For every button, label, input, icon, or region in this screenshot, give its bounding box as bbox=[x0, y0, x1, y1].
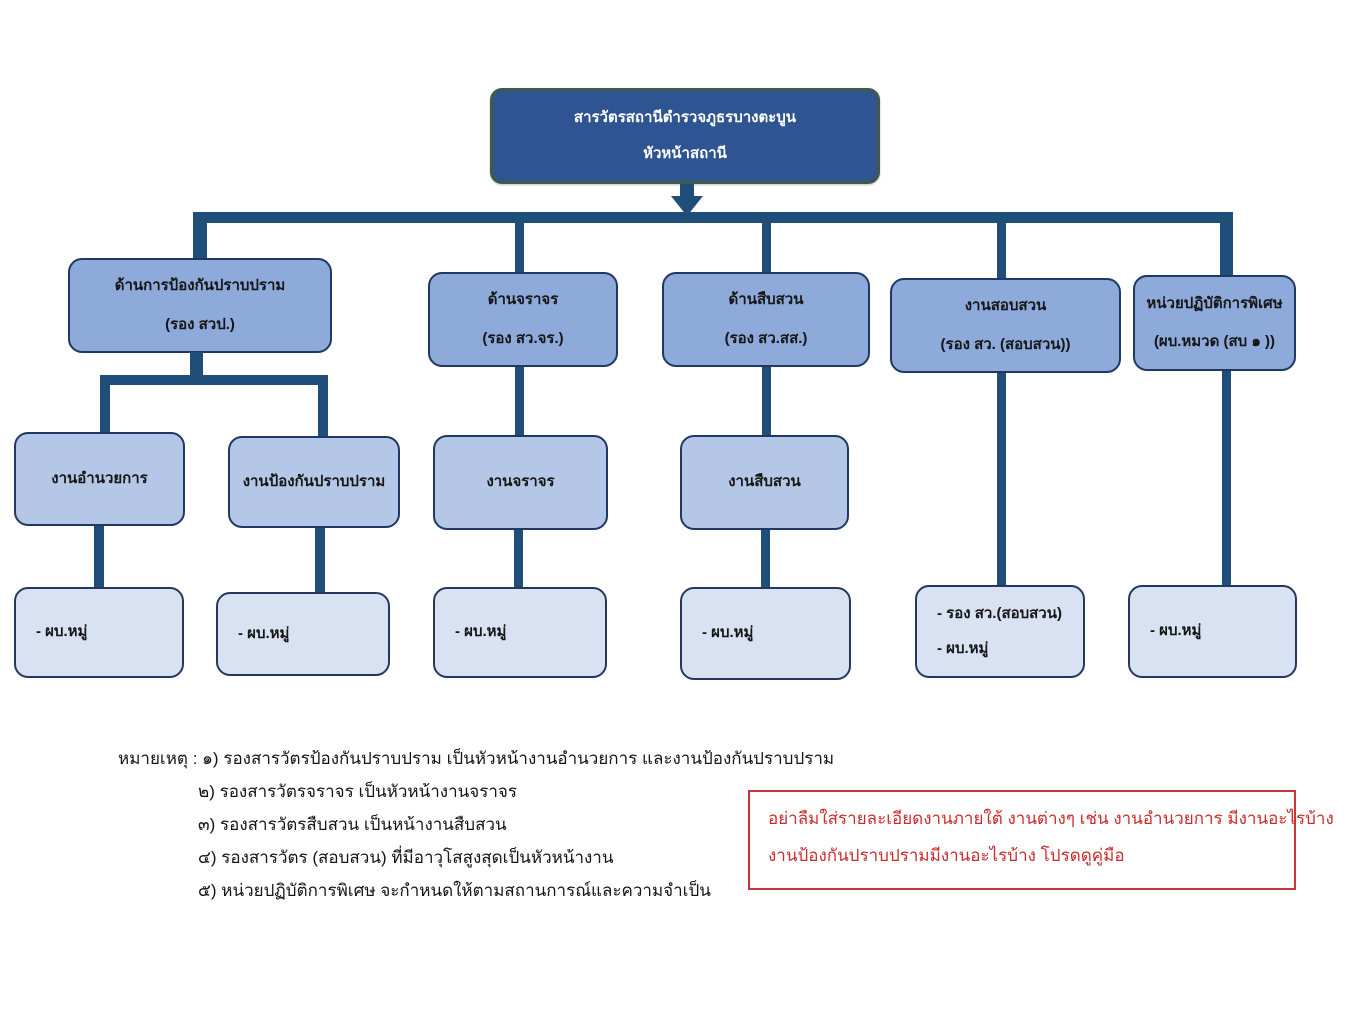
l4-box-traffic-staff: - ผบ.หมู่ bbox=[433, 587, 607, 678]
note-line-3: ๓) รองสารวัตรสืบสวน เป็นหน้างานสืบสวน bbox=[198, 815, 507, 834]
connector-special-ops-long-drop bbox=[1222, 371, 1231, 585]
l3-box-admin: งานอำนวยการ bbox=[14, 432, 185, 526]
org-root-box: สารวัตรสถานีตำรวจภูธรบางตะบูน หัวหน้าสถา… bbox=[490, 88, 880, 184]
connector-prevention-stub bbox=[190, 352, 203, 378]
connector-drop-5 bbox=[1220, 212, 1233, 275]
connector-root-stub bbox=[680, 184, 694, 198]
l3-box-prevention: งานป้องกันปราบปราม bbox=[228, 436, 400, 528]
l4-prevention-staff-line: - ผบ.หมู่ bbox=[238, 624, 290, 642]
org-root-subtitle: หัวหน้าสถานี bbox=[643, 145, 727, 162]
l2-investigation-title: ด้านสืบสวน bbox=[728, 291, 804, 308]
connector-drop-4 bbox=[997, 223, 1006, 278]
l4-box-investigation-staff: - ผบ.หมู่ bbox=[680, 587, 851, 680]
l4-box-inquiry-staff: - รอง สว.(สอบสวน) - ผบ.หมู่ bbox=[915, 585, 1085, 678]
connector-drop-3 bbox=[762, 223, 771, 272]
connector-prevention-right-drop bbox=[318, 383, 328, 436]
connector-drop-2 bbox=[515, 223, 524, 272]
l2-special-ops-subtitle: (ผบ.หมวด (สบ ๑ )) bbox=[1153, 333, 1276, 350]
l2-traffic-subtitle: (รอง สว.จร.) bbox=[482, 329, 564, 347]
l3-box-traffic: งานจราจร bbox=[433, 435, 608, 530]
warning-line-1: อย่าลืมใส่รายละเอียดงานภายใต้ งานต่างๆ เ… bbox=[768, 809, 1334, 828]
l2-box-investigation: ด้านสืบสวน (รอง สว.สส.) bbox=[662, 272, 870, 367]
connector-admin-staff-stub bbox=[94, 526, 104, 587]
note-line-4: ๔) รองสารวัตร (สอบสวน) ที่มีอาวุโสสูงสุด… bbox=[198, 848, 614, 867]
l2-traffic-title: ด้านจราจร bbox=[487, 291, 559, 308]
l4-investigation-staff-line: - ผบ.หมู่ bbox=[702, 624, 754, 642]
l3-traffic-title: งานจราจร bbox=[486, 473, 555, 491]
l2-inquiry-subtitle: (รอง สว. (สอบสวน)) bbox=[940, 335, 1071, 353]
l3-box-investigation: งานสืบสวน bbox=[680, 435, 849, 530]
note-line-5: ๕) หน่วยปฏิบัติการพิเศษ จะกำหนดให้ตามสถา… bbox=[198, 881, 711, 900]
l2-box-special-ops: หน่วยปฏิบัติการพิเศษ (ผบ.หมวด (สบ ๑ )) bbox=[1133, 275, 1296, 371]
connector-prevention-left-drop bbox=[100, 383, 110, 432]
connector-drop-1 bbox=[193, 212, 207, 258]
connector-traffic-staff-stub bbox=[514, 530, 523, 587]
l2-special-ops-title: หน่วยปฏิบัติการพิเศษ bbox=[1146, 294, 1283, 312]
connector-traffic-stub bbox=[515, 367, 524, 435]
l3-prevention-title: งานป้องกันปราบปราม bbox=[242, 472, 386, 490]
l4-traffic-staff-line: - ผบ.หมู่ bbox=[455, 623, 507, 641]
l4-special-ops-staff-line: - ผบ.หมู่ bbox=[1150, 622, 1202, 640]
connector-prevention-staff-stub bbox=[315, 528, 325, 592]
l4-inquiry-staff-line1: - รอง สว.(สอบสวน) bbox=[937, 605, 1062, 622]
l2-inquiry-title: งานสอบสวน bbox=[964, 297, 1047, 314]
connector-main-hbar bbox=[200, 212, 1233, 223]
l4-inquiry-staff-line2: - ผบ.หมู่ bbox=[937, 639, 989, 657]
l2-box-traffic: ด้านจราจร (รอง สว.จร.) bbox=[428, 272, 618, 367]
connector-investigation-stub bbox=[762, 367, 771, 435]
notes-block: หมายเหตุ : ๑) รองสารวัตรป้องกันปราบปราม … bbox=[118, 742, 835, 907]
warning-note-box: อย่าลืมใส่รายละเอียดงานภายใต้ งานต่างๆ เ… bbox=[748, 790, 1334, 890]
l2-prevention-title: ด้านการป้องกันปราบปราม bbox=[114, 277, 286, 294]
l4-box-prevention-staff: - ผบ.หมู่ bbox=[216, 592, 390, 676]
note-line-1: หมายเหตุ : ๑) รองสารวัตรป้องกันปราบปราม … bbox=[118, 749, 835, 768]
connector-prevention-hbar bbox=[100, 375, 328, 385]
l3-investigation-title: งานสืบสวน bbox=[728, 473, 801, 491]
l3-admin-title: งานอำนวยการ bbox=[51, 469, 148, 487]
l4-box-admin-staff: - ผบ.หมู่ bbox=[14, 587, 184, 678]
connector-investigation-staff-stub bbox=[761, 530, 770, 587]
l2-prevention-subtitle: (รอง สวป.) bbox=[165, 315, 235, 333]
down-arrow-icon bbox=[671, 196, 703, 216]
l4-admin-staff-line: - ผบ.หมู่ bbox=[36, 623, 88, 641]
org-root-title: สารวัตรสถานีตำรวจภูธรบางตะบูน bbox=[573, 108, 797, 126]
l2-box-inquiry: งานสอบสวน (รอง สว. (สอบสวน)) bbox=[890, 278, 1121, 373]
l2-investigation-subtitle: (รอง สว.สส.) bbox=[724, 329, 808, 347]
l4-box-special-ops-staff: - ผบ.หมู่ bbox=[1128, 585, 1297, 678]
l2-box-prevention-suppression: ด้านการป้องกันปราบปราม (รอง สวป.) bbox=[68, 258, 332, 353]
note-line-2: ๒) รองสารวัตรจราจร เป็นหัวหน้างานจราจร bbox=[198, 782, 517, 801]
connector-inquiry-long-drop bbox=[997, 373, 1006, 585]
warning-line-2: งานป้องกันปราบปรามมีงานอะไรบ้าง โปรดดูคู… bbox=[768, 846, 1125, 865]
